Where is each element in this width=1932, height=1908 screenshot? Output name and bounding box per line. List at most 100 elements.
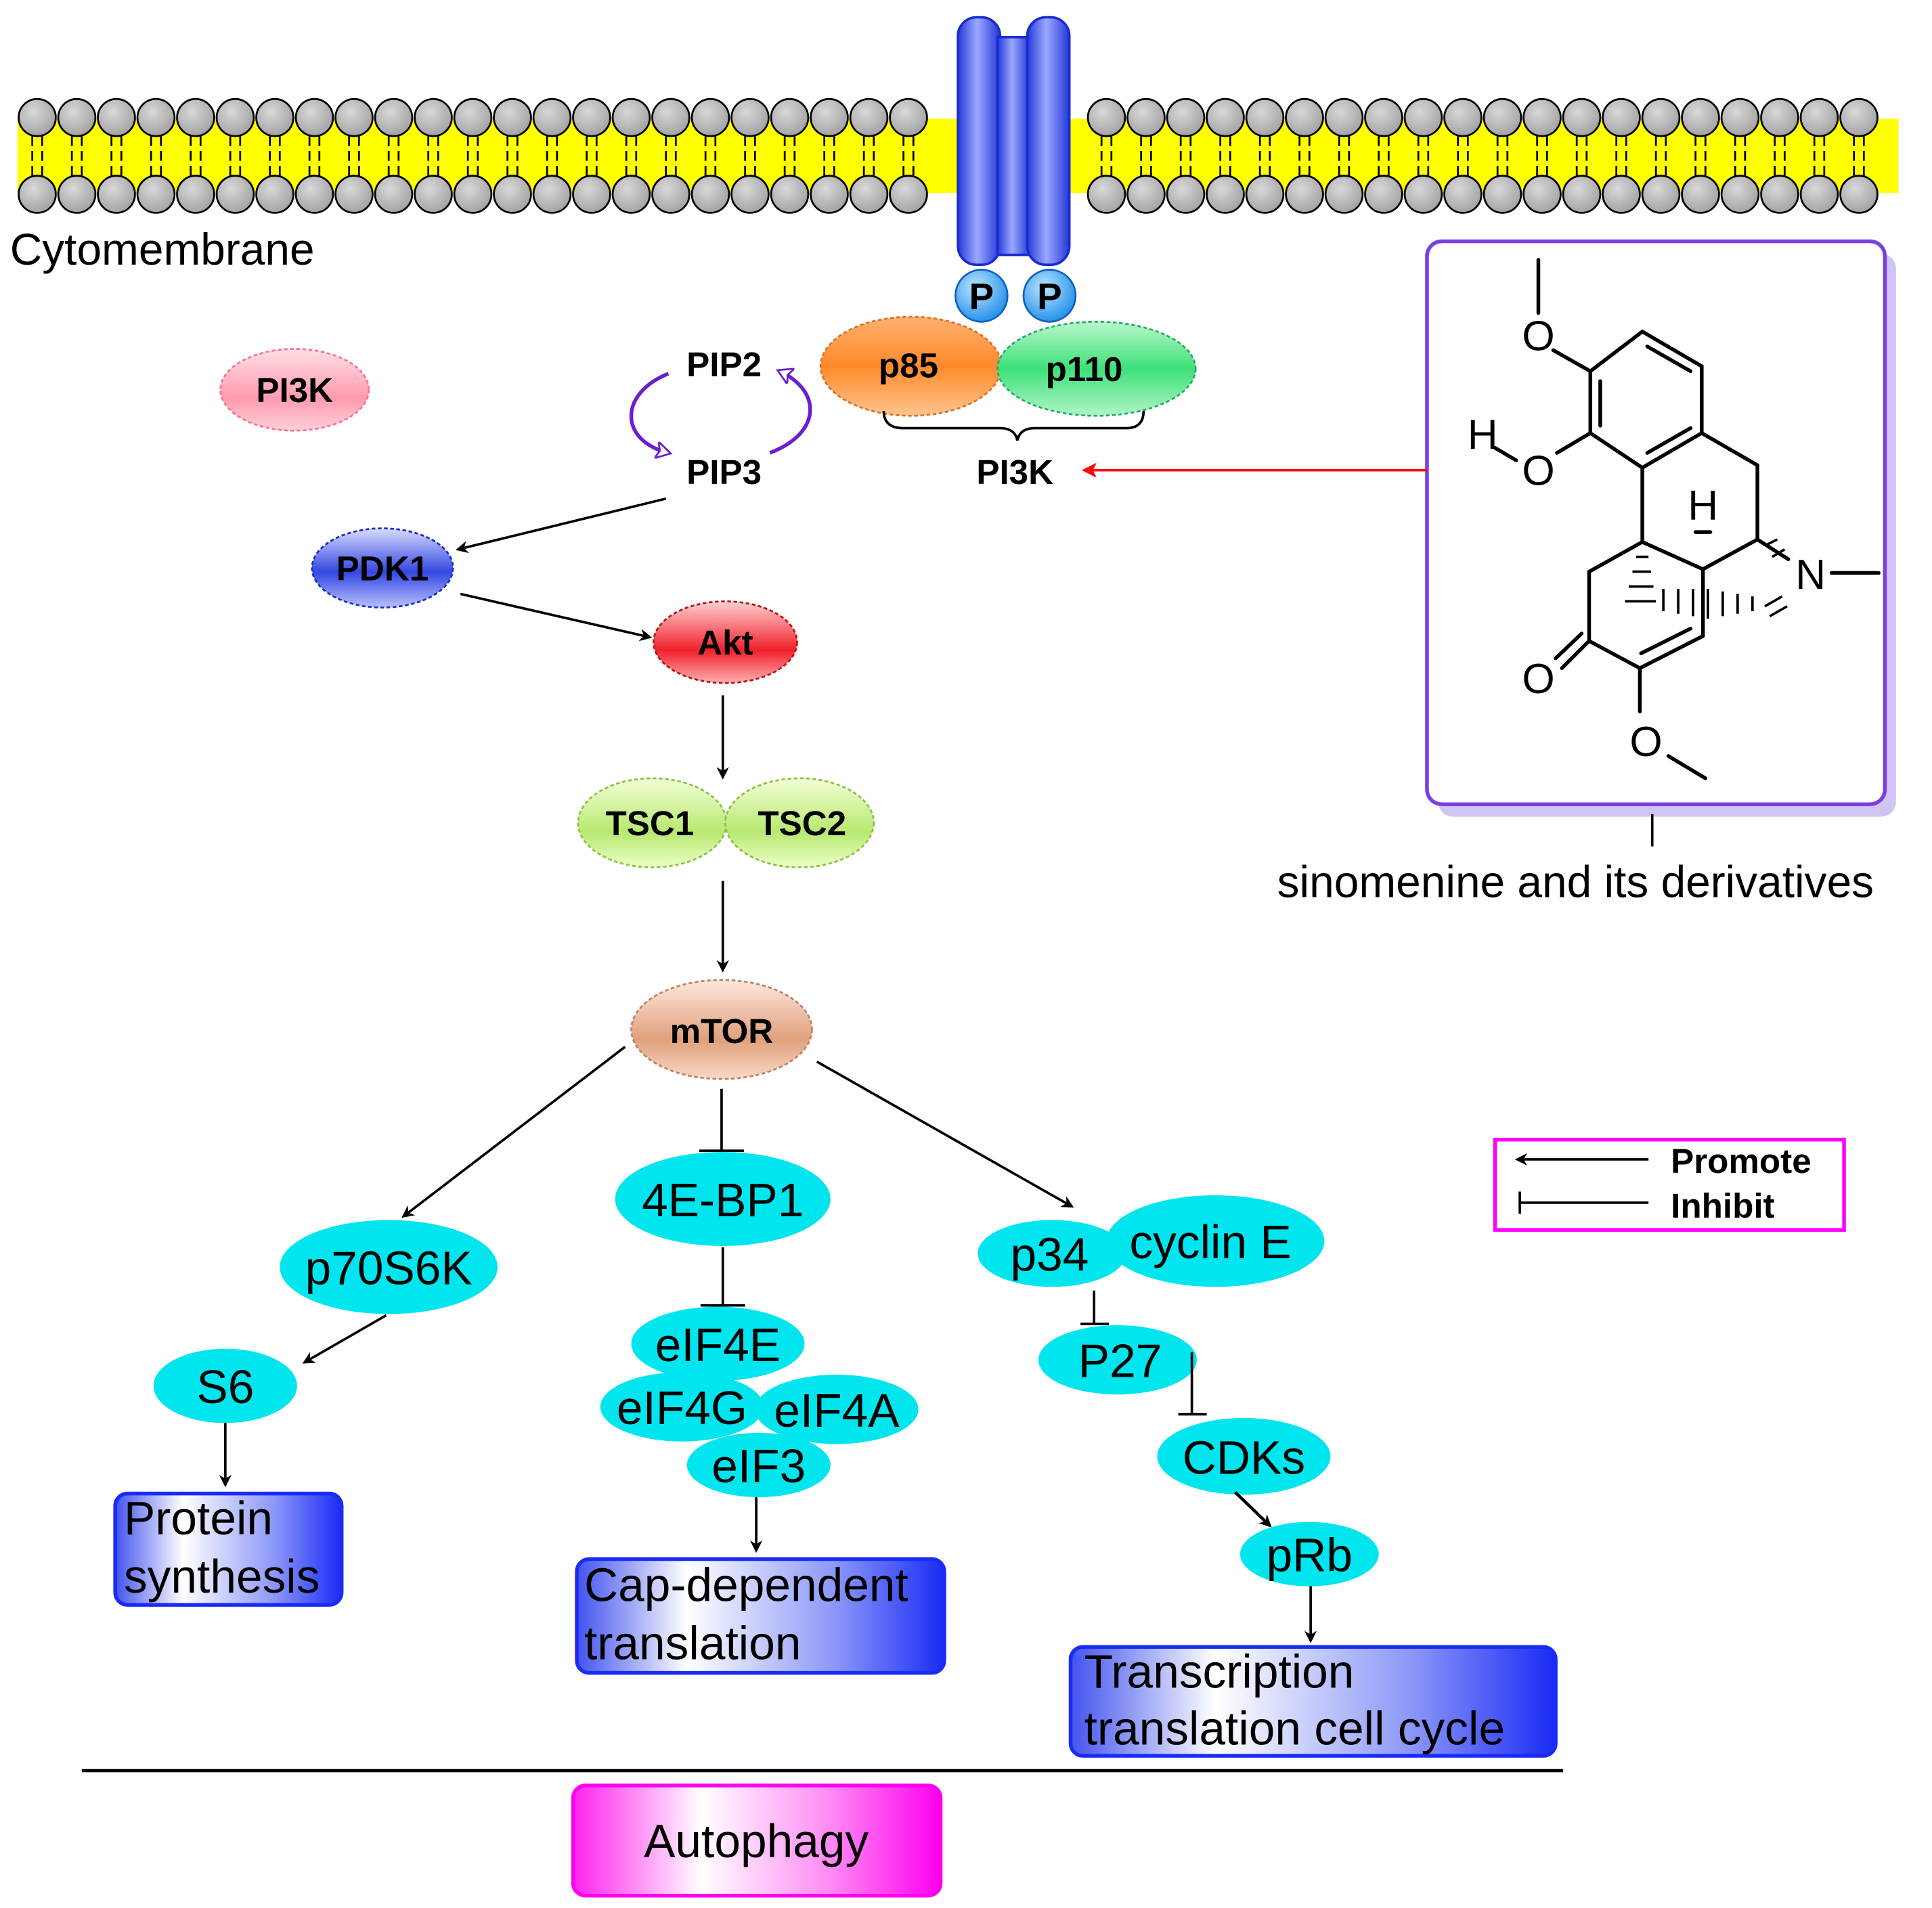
lipid-head-bottom [1166,175,1206,214]
p70s6k-to-s6-arrow [302,1314,387,1364]
p27-node: P27 [1038,1325,1197,1395]
lipid-head-bottom [1602,175,1641,214]
svg-text:O: O [1522,313,1554,359]
pdk1-to-akt-arrow [460,592,653,642]
lipid-head-top [1126,97,1166,137]
lipid-head-bottom [1562,175,1602,214]
lipid-head-top [1364,97,1403,137]
hashed-bonds [1625,538,1788,619]
svg-text:eIF4E: eIF4E [655,1318,781,1371]
p34-inhibits-p27 [1080,1290,1110,1325]
lipid-head-top [1641,97,1681,137]
lipid-head-top [1681,97,1720,137]
svg-text:CDKs: CDKs [1183,1431,1305,1484]
lipid-head-top [690,97,730,137]
receptor [957,16,1071,267]
lipid-head-bottom [572,175,611,214]
lipid-head-bottom [1799,175,1839,214]
lipid-head-top [334,97,374,137]
legend-promote-label: Promote [1671,1142,1812,1180]
svg-text:p34: p34 [1010,1228,1089,1281]
svg-text:p85: p85 [879,347,938,385]
pi3k-node: PI3K [219,348,370,432]
lipid-head-bottom [651,175,690,214]
svg-text:synthesis: synthesis [124,1550,320,1603]
lipid-head-bottom [1522,175,1562,214]
svg-text:PDK1: PDK1 [336,549,429,587]
phospho-right: P [1022,269,1077,323]
receptor-left-domain [957,16,1002,267]
lipid-head-bottom [770,175,810,214]
lipid-head-bottom [493,175,532,214]
receptor-right-domain [1026,16,1071,267]
tsc2-node: TSC2 [724,777,875,868]
lipid-head-bottom [690,175,730,214]
lipid-head-bottom [611,175,651,214]
lipid-head-top [1285,97,1324,137]
svg-text:TSC2: TSC2 [758,804,846,843]
pip3-label: PIP3 [686,453,762,491]
lipid-head-bottom [334,175,374,214]
svg-text:O: O [1522,656,1554,703]
protein-synthesis-box: Protein synthesis [113,1491,344,1607]
svg-text:4E-BP1: 4E-BP1 [642,1174,804,1226]
akt-node: Akt [653,600,798,684]
autophagy-box: Autophagy [571,1783,943,1898]
cyclin-e-node: cyclin E [1106,1195,1325,1287]
lipid-head-bottom [532,175,572,214]
compound-atom-labels: O H O H N O O [1468,313,1826,766]
lipid-head-top [770,97,810,137]
lipid-head-bottom [1086,175,1126,214]
lipid-head-top [1403,97,1443,137]
cytomembrane-label: Cytomembrane [10,224,315,274]
lipid-head-top [810,97,849,137]
lipid-head-top [1562,97,1602,137]
sinomenine-structure [1493,258,1881,780]
lipid-head-bottom [1126,175,1166,214]
lipid-head-top [572,97,611,137]
svg-text:Cap-dependent: Cap-dependent [584,1559,908,1612]
lipid-head-bottom [97,175,136,214]
lipid-head-top [493,97,532,137]
pip2-label: PIP2 [686,345,762,384]
lipid-head-bottom [1681,175,1720,214]
lipid-head-bottom [294,175,334,214]
svg-text:eIF4G: eIF4G [617,1381,747,1434]
lipid-head-bottom [1206,175,1245,214]
pdk1-node: PDK1 [311,527,454,608]
lipid-head-bottom [1760,175,1799,214]
lipid-head-bottom [1720,175,1760,214]
lipid-head-top [1245,97,1285,137]
p27-inhibits-cdks [1178,1352,1207,1416]
4ebp1-node: 4E-BP1 [615,1152,831,1246]
eif4e-node: eIF4E [631,1306,805,1381]
mtor-to-p34-arrow [816,1060,1074,1208]
svg-text:Protein: Protein [124,1492,273,1545]
lipid-head-top [453,97,493,137]
p85-node: p85 [819,315,1003,417]
svg-text:N: N [1795,552,1826,598]
compound-caption: sinomenine and its derivatives [1277,856,1874,906]
svg-text:eIF3: eIF3 [711,1440,806,1492]
pip2-to-pip3-cycle-arrow [629,372,668,453]
cap-dependent-translation-box: Cap-dependent translation [575,1557,946,1675]
p34-node: p34 [978,1220,1126,1287]
lipid-head-top [1443,97,1483,137]
mtor-node: mTOR [630,979,813,1080]
lipid-head-bottom [374,175,414,214]
p70s6k-node: p70S6K [280,1220,498,1314]
lipid-head-top [176,97,215,137]
lipid-head-bottom [453,175,493,214]
lipid-head-top [57,97,97,137]
lipid-head-bottom [176,175,215,214]
phospho-left: P [954,269,1009,323]
svg-text:O: O [1629,719,1662,766]
svg-text:Akt: Akt [697,623,753,662]
receptor-bridge [996,36,1031,257]
compound-box [1425,239,1887,807]
4ebp1-inhibits-eif4e [700,1247,745,1307]
lipid-head-bottom [1245,175,1285,214]
svg-text:PI3K: PI3K [256,371,333,409]
svg-text:eIF4A: eIF4A [774,1384,900,1437]
